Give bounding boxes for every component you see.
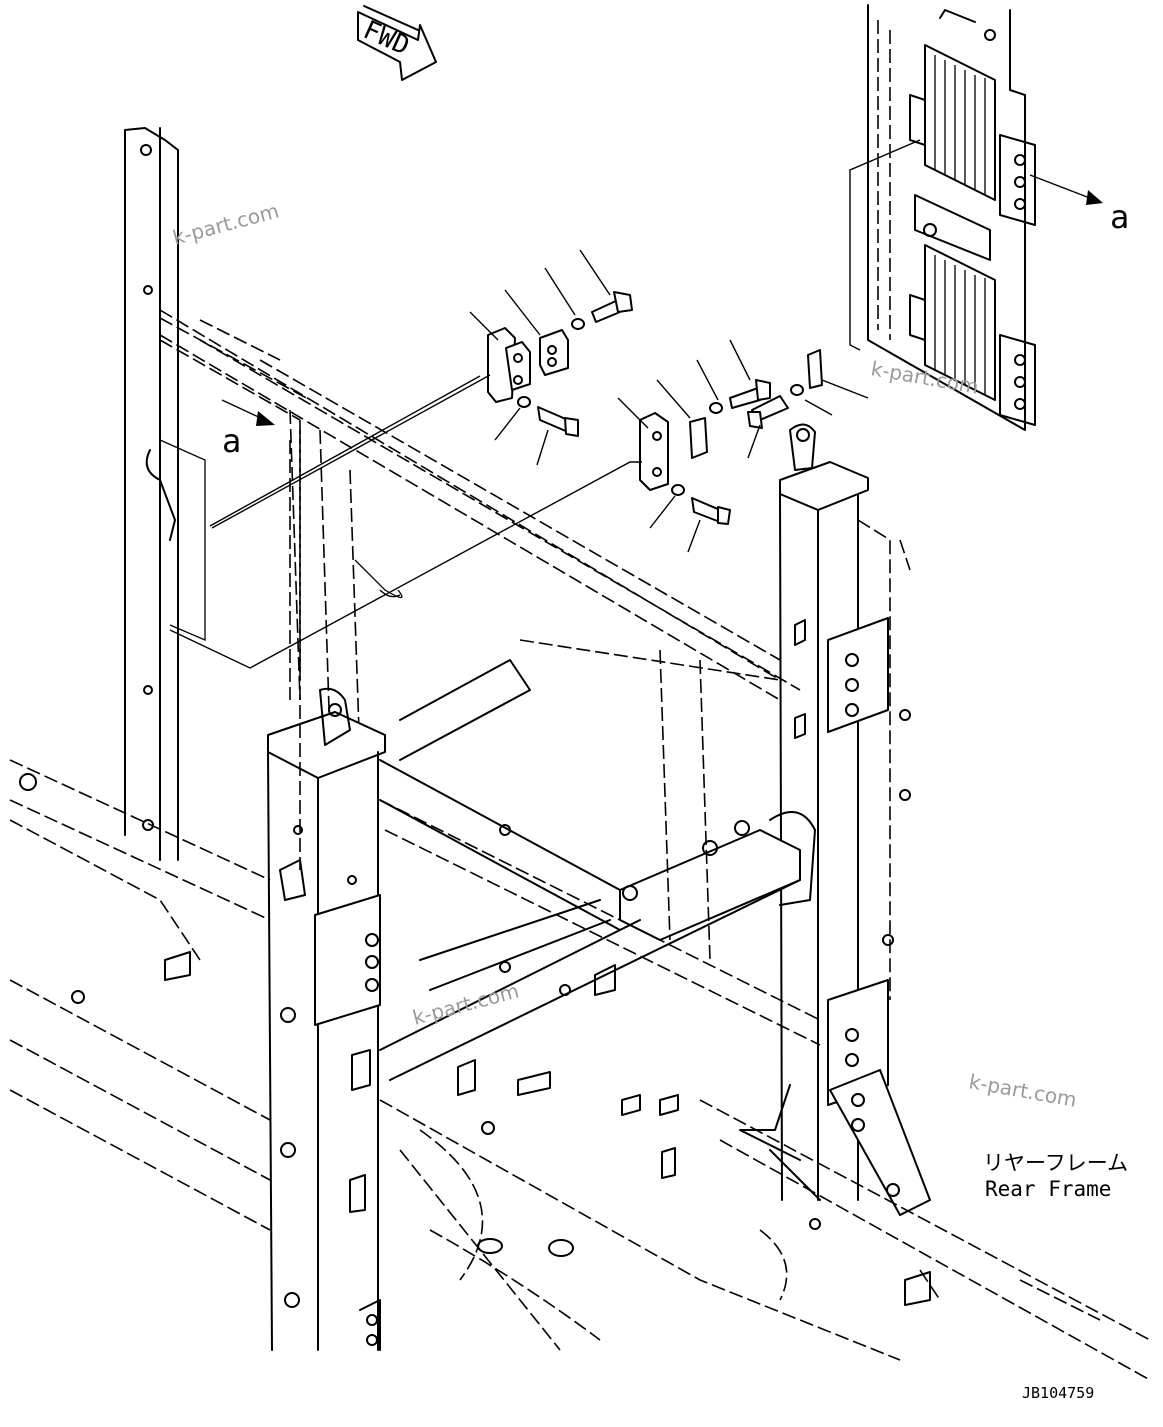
left-post bbox=[267, 420, 386, 1351]
view-marker-a: a bbox=[221, 399, 275, 460]
watermark: k-part.com bbox=[967, 1069, 1078, 1112]
leader-lines bbox=[169, 374, 642, 669]
center-beams bbox=[379, 639, 821, 1081]
fwd-arrow-icon: FWD bbox=[357, 5, 437, 81]
upper-crossbeam bbox=[159, 309, 801, 761]
right-post bbox=[739, 423, 931, 1216]
left-frame-column bbox=[124, 127, 311, 861]
detail-view-a: a bbox=[849, 4, 1129, 431]
bracket-set-left bbox=[469, 249, 633, 466]
view-label-a-left: a bbox=[222, 422, 241, 460]
frame-label-en: Rear Frame bbox=[985, 1177, 1111, 1201]
watermark: k-part.com bbox=[410, 978, 521, 1029]
drawing-number: JB104759 bbox=[1022, 1384, 1094, 1402]
frame-label-jp: リヤーフレーム bbox=[983, 1151, 1128, 1175]
rear-frame-base bbox=[9, 759, 1151, 1381]
view-label-a-top: a bbox=[1110, 198, 1129, 236]
bracket-set-center bbox=[617, 339, 869, 553]
watermark: k-part.com bbox=[170, 198, 281, 249]
